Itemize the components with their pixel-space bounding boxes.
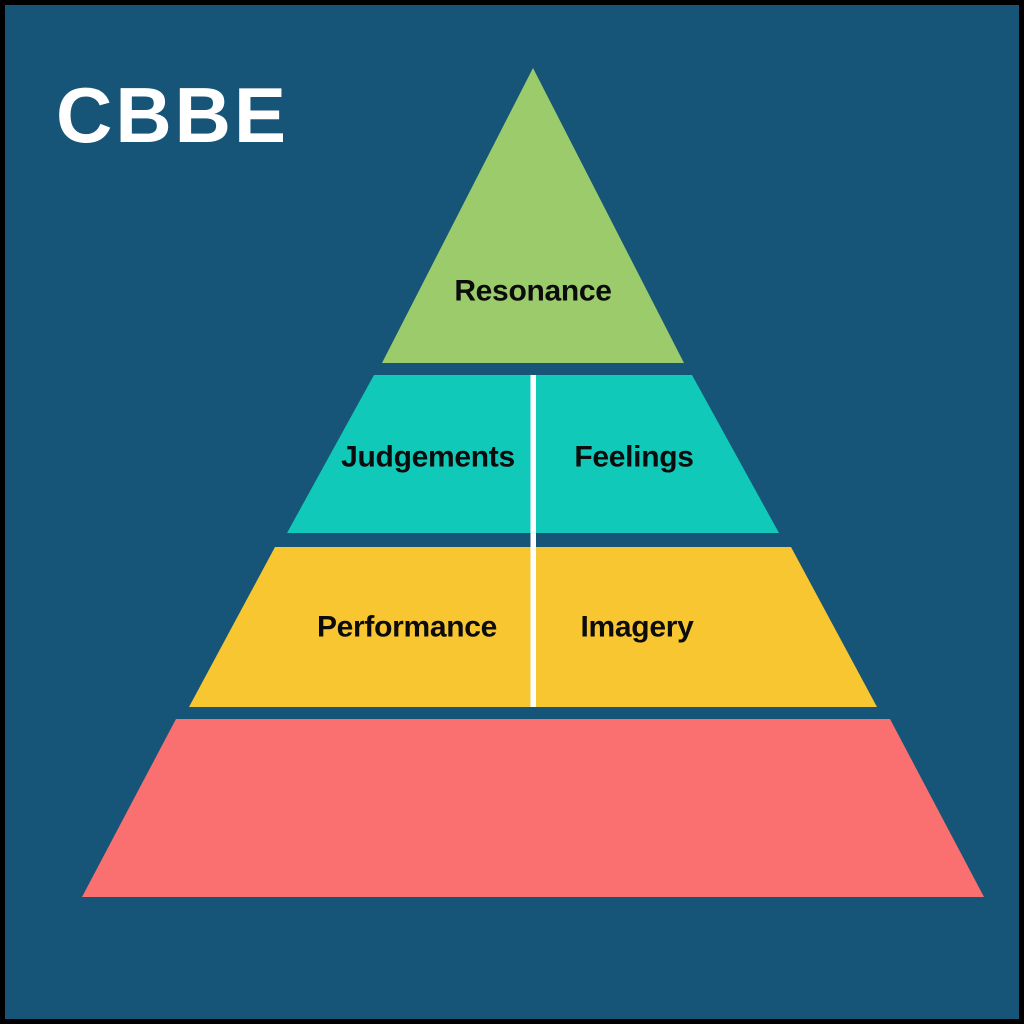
label-feelings: Feelings xyxy=(574,441,693,474)
label-judgements: Judgements xyxy=(341,441,515,474)
center-divider-line xyxy=(530,375,536,707)
label-resonance: Resonance xyxy=(454,275,611,308)
page-title: CBBE xyxy=(56,71,290,159)
pyramid-tier-resonance xyxy=(382,68,684,363)
pyramid-tier-base xyxy=(82,719,984,897)
label-imagery: Imagery xyxy=(581,611,695,644)
label-performance: Performance xyxy=(317,611,497,644)
